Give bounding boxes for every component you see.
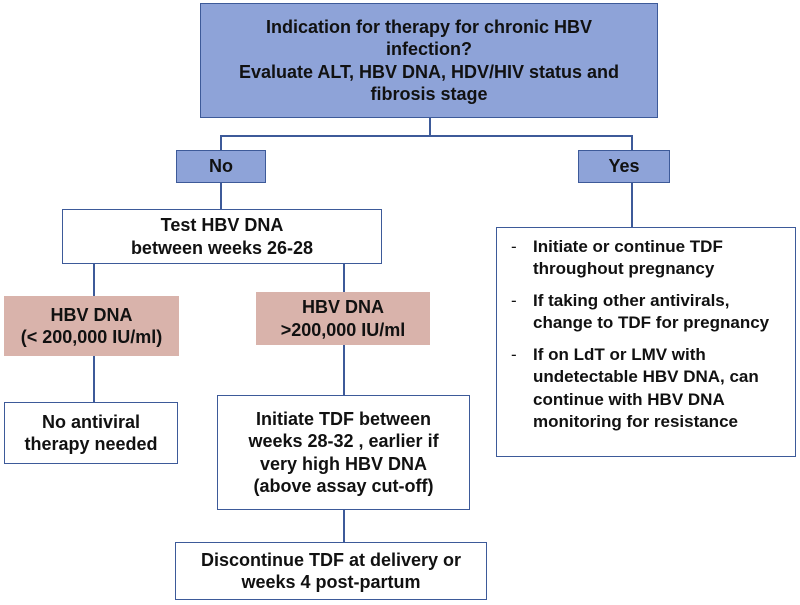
low-hbv-dna-box: HBV DNA (< 200,000 IU/ml): [4, 296, 179, 356]
recommendation-2-line-2: change to TDF for pregnancy: [533, 313, 770, 333]
no-therapy-box: No antiviral therapy needed: [4, 402, 178, 464]
recommendation-item: - Initiate or continue TDF throughout pr…: [511, 236, 785, 280]
connector-to-yes: [631, 135, 633, 150]
recommendation-1-line-2: throughout pregnancy: [533, 259, 715, 279]
test-line-2: between weeks 26-28: [130, 237, 314, 258]
recommendation-item: - If on LdT or LMV with undetectable HBV…: [511, 344, 785, 432]
yes-label: Yes: [608, 156, 640, 177]
recommendation-2-line-1: If taking other antivirals,: [533, 291, 730, 311]
bullet-dash: -: [511, 291, 517, 311]
indication-line-4: fibrosis stage: [370, 84, 488, 104]
connector-horizontal: [220, 135, 632, 137]
discontinue-line-2: weeks 4 post-partum: [241, 572, 421, 592]
indication-box: Indication for therapy for chronic HBV i…: [200, 3, 658, 118]
recommendation-3-line-2: undetectable HBV DNA, can: [533, 367, 759, 387]
high-dna-line-1: HBV DNA: [301, 297, 384, 317]
recommendation-item: - If taking other antivirals, change to …: [511, 290, 785, 334]
connector-high-to-initiate: [343, 345, 345, 395]
initiate-line-4: (above assay cut-off): [253, 476, 434, 496]
recommendation-1-line-1: Initiate or continue TDF: [533, 237, 723, 256]
initiate-line-2: weeks 28-32 , earlier if: [248, 431, 439, 451]
connector-top-down: [429, 118, 431, 136]
recommendation-3-line-1: If on LdT or LMV with: [533, 345, 706, 365]
yes-recommendations-box: - Initiate or continue TDF throughout pr…: [496, 227, 796, 457]
connector-to-no: [220, 135, 222, 150]
recommendation-3-line-4: monitoring for resistance: [533, 411, 738, 431]
no-therapy-line-1: No antiviral: [41, 411, 141, 432]
low-dna-line-1: HBV DNA: [50, 304, 133, 325]
connector-initiate-to-discontinue: [343, 510, 345, 542]
indication-line-1: Indication for therapy for chronic HBV: [265, 16, 593, 37]
high-hbv-dna-box: HBV DNA >200,000 IU/ml: [256, 292, 430, 345]
initiate-tdf-box: Initiate TDF between weeks 28-32 , earli…: [217, 395, 470, 510]
connector-test-to-low: [93, 264, 95, 296]
bullet-dash: -: [511, 345, 517, 365]
connector-no-to-test: [220, 183, 222, 209]
test-hbv-dna-box: Test HBV DNA between weeks 26-28: [62, 209, 382, 264]
low-dna-line-2: (< 200,000 IU/ml): [20, 327, 163, 347]
indication-line-2: infection?: [386, 39, 472, 59]
bullet-dash: -: [511, 237, 517, 256]
discontinue-line-1: Discontinue TDF at delivery or: [200, 549, 462, 570]
connector-low-to-none: [93, 356, 95, 402]
recommendation-3-line-3: continue with HBV DNA: [533, 389, 725, 409]
test-line-1: Test HBV DNA: [160, 215, 284, 235]
high-dna-line-2: >200,000 IU/ml: [280, 319, 406, 340]
no-therapy-line-2: therapy needed: [24, 434, 158, 454]
indication-line-3: Evaluate ALT, HBV DNA, HDV/HIV status an…: [238, 61, 620, 82]
connector-yes-to-box: [631, 183, 633, 227]
initiate-line-3: very high HBV DNA: [259, 453, 428, 474]
discontinue-tdf-box: Discontinue TDF at delivery or weeks 4 p…: [175, 542, 487, 600]
yes-label-box: Yes: [578, 150, 670, 183]
connector-test-to-high: [343, 264, 345, 292]
no-label-box: No: [176, 150, 266, 183]
no-label: No: [209, 156, 233, 177]
initiate-line-1: Initiate TDF between: [255, 408, 432, 429]
